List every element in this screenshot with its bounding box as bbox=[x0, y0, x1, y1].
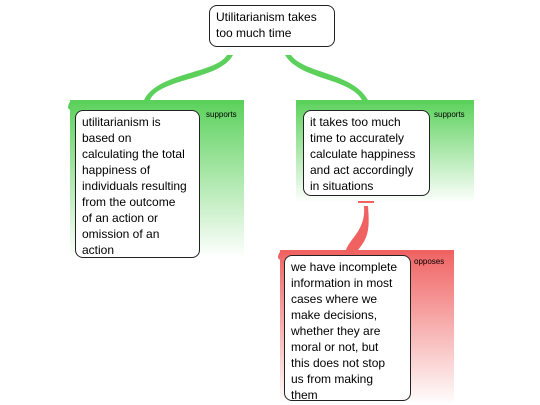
premise-node-right[interactable]: it takes too much time to accurately cal… bbox=[303, 110, 430, 196]
relation-tag-left: supports bbox=[206, 110, 237, 119]
supports-connector-left bbox=[144, 55, 233, 100]
relation-tag-right: supports bbox=[434, 110, 465, 119]
supports-strip-left-top bbox=[68, 100, 244, 110]
relation-tag-bottom: opposes bbox=[414, 257, 445, 266]
supports-connector-right bbox=[285, 55, 368, 100]
premise-node-left[interactable]: utilitarianism is based on calculating t… bbox=[75, 110, 200, 258]
supports-strip-right-top bbox=[296, 100, 474, 110]
claim-node-root[interactable]: Utilitarianism takes too much time bbox=[209, 5, 335, 47]
objection-node-bottom[interactable]: we have incomplete information in most c… bbox=[284, 255, 411, 402]
opposes-connector bbox=[346, 206, 369, 250]
opposes-strip-top bbox=[278, 250, 454, 260]
